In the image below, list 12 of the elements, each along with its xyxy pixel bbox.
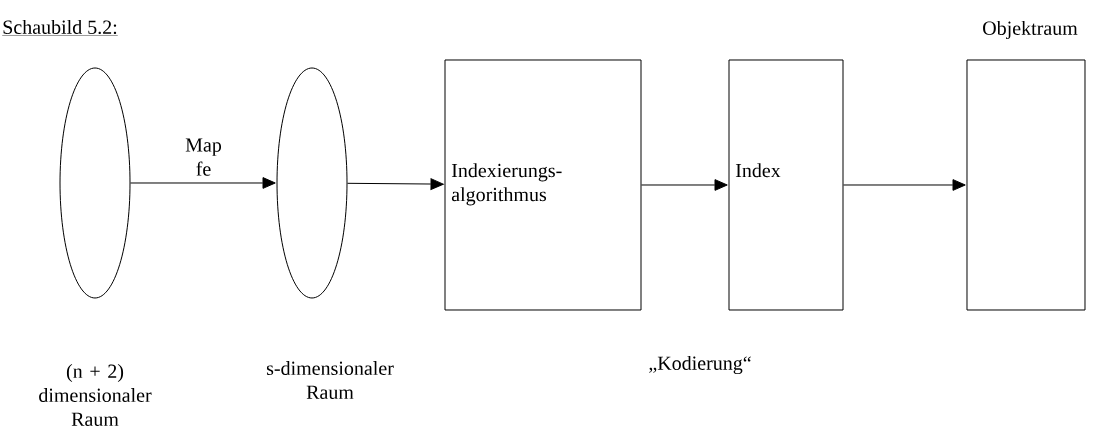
arrow (843, 179, 966, 191)
process-box: Index (728, 59, 844, 311)
node-caption: s-dimensionaler Raum (266, 360, 394, 399)
edge-label: Map fe (185, 138, 222, 176)
process-box: Indexierungs- algorithmus (444, 59, 642, 311)
figure-title: Schaubild 5.2: (2, 19, 118, 36)
arrow (347, 178, 444, 190)
node-caption: Objektraum (983, 20, 1078, 40)
arrow (130, 177, 276, 189)
node-caption: „Kodierung“ (649, 355, 751, 375)
node-caption: (n + 2) dimensionaler Raum (39, 363, 152, 426)
arrow (641, 179, 728, 191)
